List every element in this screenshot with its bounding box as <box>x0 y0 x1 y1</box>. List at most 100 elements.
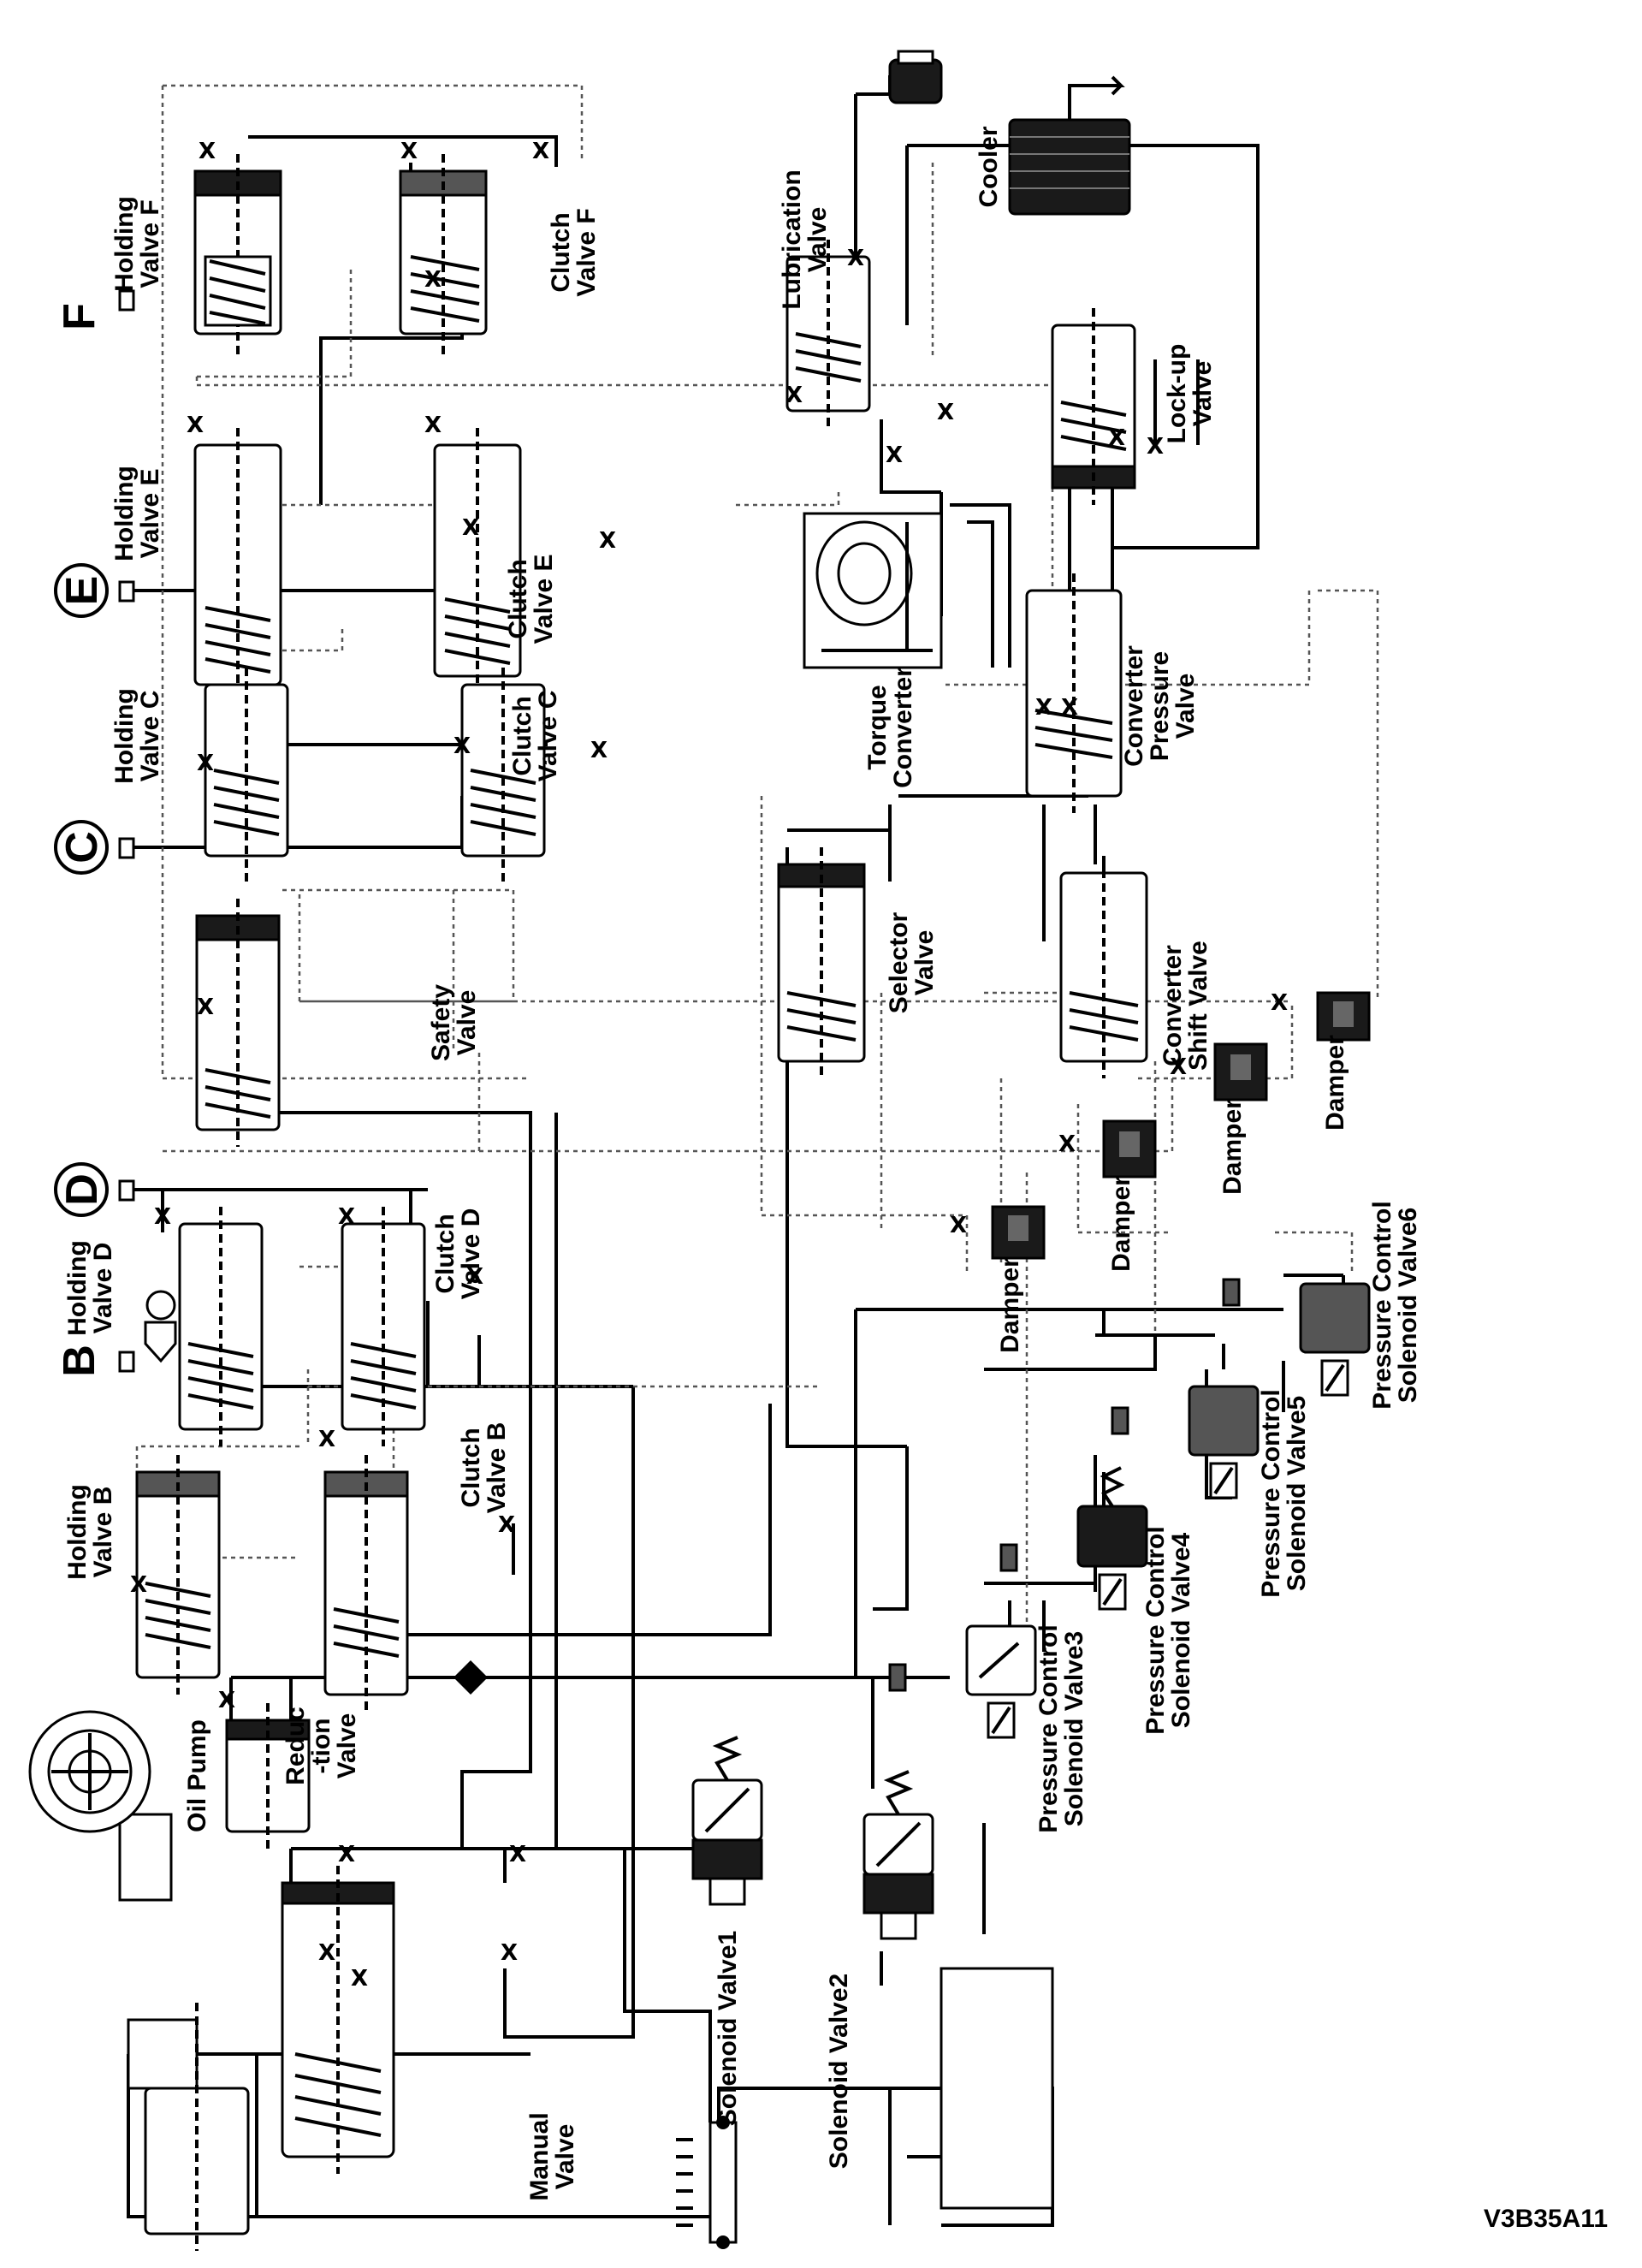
label-holding-valve-b: Holding Valve B <box>63 1484 117 1580</box>
converter-pressure-valve <box>1025 573 1123 813</box>
x-mark: X <box>130 1572 147 1598</box>
x-mark: X <box>453 733 471 759</box>
label-selector-valve: Selector Valve <box>885 911 939 1013</box>
clutch-valve-c <box>460 668 546 882</box>
svg-text:Valve D: Valve D <box>457 1208 485 1300</box>
svg-text:Selector: Selector <box>885 911 913 1013</box>
svg-text:Converter: Converter <box>889 667 917 788</box>
lubrication-valve <box>785 240 871 428</box>
solenoid-valve-2 <box>862 1770 934 1940</box>
svg-text:Shift Valve: Shift Valve <box>1184 941 1212 1071</box>
svg-text:Valve: Valve <box>333 1713 361 1779</box>
svg-text:Converter: Converter <box>1159 945 1187 1066</box>
label-manual-valve: Manual Valve <box>525 2112 579 2200</box>
port-c <box>118 837 135 859</box>
x-mark: X <box>187 413 204 438</box>
orifice-3 <box>1111 1406 1129 1435</box>
svg-text:Holding: Holding <box>110 196 139 292</box>
clutch-letter-f: F <box>55 303 104 330</box>
label-holding-valve-f: Holding Valve F <box>110 196 164 292</box>
damper-3 <box>1102 1119 1157 1179</box>
x-mark: X <box>1061 695 1078 721</box>
holding-valve-f <box>193 154 282 359</box>
port-f <box>118 289 135 312</box>
svg-text:Solenoid Valve6: Solenoid Valve6 <box>1394 1208 1422 1403</box>
label-solenoid-valve1: Solenoid Valve1 <box>714 1931 742 2126</box>
svg-text:Clutch: Clutch <box>431 1214 459 1293</box>
label-damper-4: Damper <box>996 1257 1024 1353</box>
label-damper-1: Damper <box>1321 1035 1349 1131</box>
label-clutch-valve-b: Clutch Valve B <box>457 1422 511 1514</box>
x-mark: X <box>599 528 616 554</box>
x-mark: X <box>400 139 418 164</box>
clutch-letter-c: C <box>57 831 107 864</box>
orifice-2 <box>999 1543 1018 1572</box>
label-pcsv6: Pressure Control Solenoid Valve6 <box>1368 1201 1422 1409</box>
x-mark: X <box>590 738 608 763</box>
x-mark: X <box>1108 425 1125 451</box>
components <box>28 50 1371 2249</box>
pressure-regulator-valve <box>281 1866 395 2174</box>
clutch-valve-f <box>399 154 488 359</box>
x-mark: X <box>937 400 954 425</box>
reduction-valve <box>225 1703 311 1849</box>
svg-text:Clutch: Clutch <box>547 212 575 292</box>
x-mark: X <box>886 442 903 468</box>
svg-text:Holding: Holding <box>110 466 139 561</box>
label-holding-valve-c: Holding Valve C <box>110 688 164 784</box>
svg-text:Pressure Control: Pressure Control <box>1141 1526 1170 1734</box>
svg-text:Valve: Valve <box>551 2124 579 2190</box>
svg-text:Pressure Control: Pressure Control <box>1257 1389 1285 1597</box>
pcsv-3 <box>965 1624 1037 1739</box>
x-mark: X <box>1058 1131 1076 1157</box>
svg-text:Valve E: Valve E <box>530 554 558 644</box>
pcsv-6 <box>1299 1282 1371 1397</box>
svg-text:Pressure Control: Pressure Control <box>1034 1624 1063 1832</box>
x-mark: X <box>498 1512 515 1538</box>
label-oil-pump: Oil Pump <box>183 1719 211 1832</box>
x-mark: X <box>318 1940 335 1966</box>
clutch-letters: F E C D B <box>54 303 109 1377</box>
damper-2 <box>1213 1042 1268 1101</box>
svg-text:Valve: Valve <box>453 990 481 1056</box>
label-clutch-valve-f: Clutch Valve F <box>547 208 601 296</box>
svg-text:Valve E: Valve E <box>136 468 164 558</box>
x-mark: X <box>1035 695 1052 721</box>
clutch-letter-b: B <box>55 1345 104 1377</box>
pcsv-5 <box>1188 1385 1260 1499</box>
svg-text:Pressure Control: Pressure Control <box>1368 1201 1396 1409</box>
svg-text:Valve: Valve <box>1189 361 1217 427</box>
svg-text:Pressure: Pressure <box>1146 651 1174 761</box>
x-mark: X <box>1147 434 1164 460</box>
x-mark: X <box>154 1204 171 1230</box>
label-lock-up-valve: Lock-up Valve <box>1163 344 1217 444</box>
label-clutch-valve-c: Clutch Valve C <box>508 691 562 782</box>
figure-code: V3B35A11 <box>1483 2205 1608 2233</box>
labels: Holding Valve F Clutch Valve F Holding V… <box>63 126 1422 2201</box>
x-mark: X <box>338 1842 355 1867</box>
svg-text:Converter: Converter <box>1120 645 1148 767</box>
torque-converter <box>803 512 943 669</box>
svg-text:Valve B: Valve B <box>483 1422 511 1514</box>
x-marks: X X X X X X X X X X X X X X X X X X X X … <box>130 139 1288 1992</box>
lock-up-valve <box>1051 308 1136 505</box>
svg-text:Valve C: Valve C <box>136 691 164 782</box>
svg-text:Lubrication: Lubrication <box>778 169 806 309</box>
x-mark: X <box>424 413 442 438</box>
label-holding-valve-e: Holding Valve E <box>110 466 164 561</box>
manual-valve <box>118 1813 250 2251</box>
holding-valve-c <box>204 668 289 882</box>
svg-text:Solenoid Valve5: Solenoid Valve5 <box>1283 1396 1311 1591</box>
svg-text:Valve C: Valve C <box>534 691 562 782</box>
x-mark: X <box>466 1264 483 1290</box>
strainer-diamond <box>453 1660 488 1695</box>
x-mark: X <box>318 1427 335 1452</box>
label-reduction-valve: Reduc -tion Valve <box>282 1707 361 1785</box>
label-pcsv3: Pressure Control Solenoid Valve3 <box>1034 1624 1088 1832</box>
x-mark: X <box>1271 990 1288 1016</box>
clutch-letter-d: D <box>57 1173 107 1206</box>
svg-text:Clutch: Clutch <box>508 696 536 775</box>
pcsv-4 <box>1076 1466 1148 1611</box>
svg-text:Reduc: Reduc <box>282 1707 310 1785</box>
